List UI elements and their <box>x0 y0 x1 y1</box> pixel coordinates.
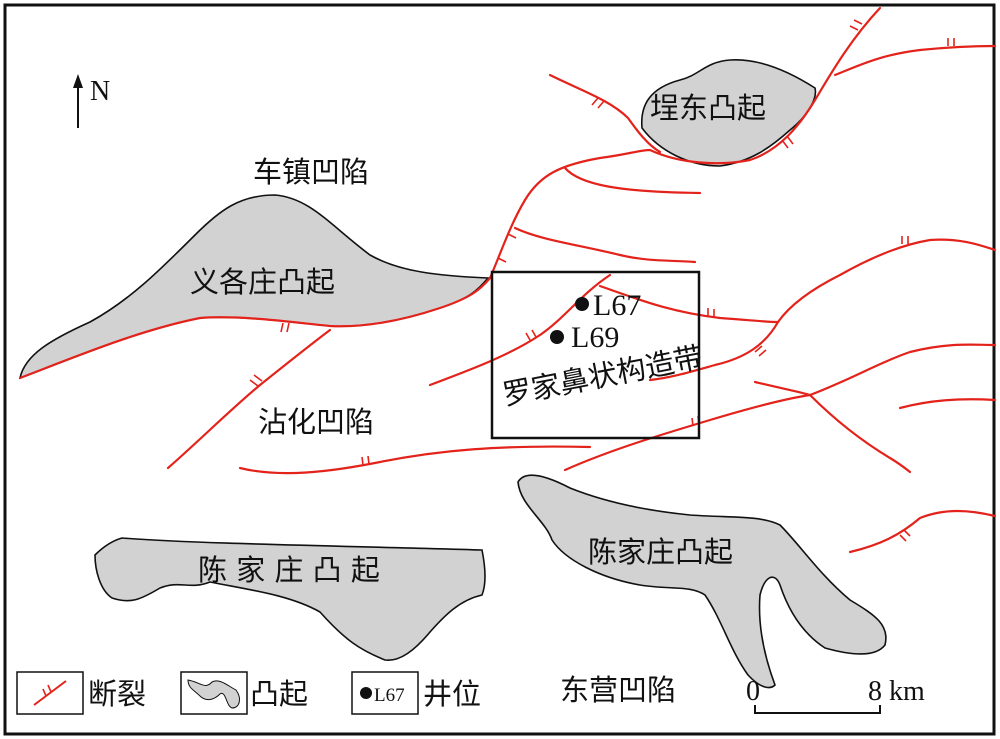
well-label-l69: L69 <box>571 321 619 354</box>
dongying-sag-label: 东营凹陷 <box>560 673 676 707</box>
chengdong-uplift-label: 埕东凸起 <box>650 91 766 125</box>
legend-well-label: 井位 <box>423 677 481 711</box>
scale-bar: 0 8 km <box>746 676 925 714</box>
north-label: N <box>90 76 110 107</box>
chenjiazhuang-east-label: 陈家庄凸起 <box>588 535 733 569</box>
chenjiazhuang-uplift-west-area <box>94 537 486 661</box>
well-marker-l67 <box>575 297 589 311</box>
scale-start-label: 0 <box>746 676 760 707</box>
yigezhuang-uplift-label: 义各庄凸起 <box>190 265 335 299</box>
chenjiazhuang-west-label: 陈 家 庄 凸 起 <box>198 553 380 587</box>
chezhen-sag-label: 车镇凹陷 <box>253 155 369 189</box>
legend: 断裂 凸起 L67 井位 <box>16 671 481 715</box>
scale-end-label: 8 km <box>868 676 925 707</box>
study-area-box <box>490 270 701 440</box>
legend-fault-label: 断裂 <box>88 677 146 711</box>
chengdong-uplift-area <box>640 59 817 167</box>
north-arrow-icon <box>73 74 83 128</box>
legend-well-sample: L67 <box>374 685 405 706</box>
well-label-l67: L67 <box>593 289 641 322</box>
legend-uplift-label: 凸起 <box>250 677 308 711</box>
chenjiazhuang-uplift-east-area <box>517 474 887 689</box>
zhanhua-sag-label: 沾化凹陷 <box>258 405 374 439</box>
fault-lines <box>18 6 997 554</box>
well-marker-l69 <box>550 330 564 344</box>
